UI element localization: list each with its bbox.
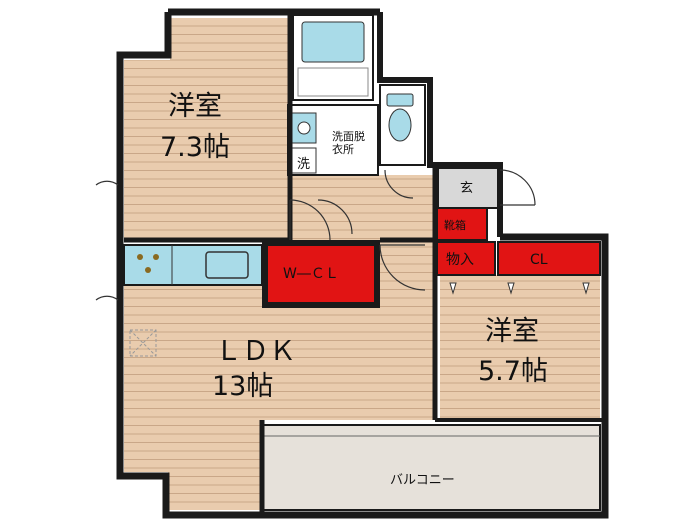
washroom-label-line2: 衣所	[332, 142, 354, 156]
door-swings	[95, 169, 536, 301]
walls	[116, 8, 609, 519]
western-room-1	[124, 18, 290, 240]
shoe-box-label: 靴箱	[444, 218, 466, 232]
closet-door-markers	[449, 282, 590, 295]
washroom-label: 洗面脱 衣所	[332, 129, 369, 156]
ldk-size: 13帖	[212, 371, 273, 402]
western-room-2-size: 5.7帖	[478, 356, 548, 387]
walk-in-closet	[262, 240, 380, 308]
western-room-2	[440, 275, 600, 420]
shoe-box	[436, 207, 488, 241]
toilet-room	[379, 84, 426, 166]
washer-label: 洗	[297, 157, 310, 172]
walk-in-closet-label: W―ＣＬ	[283, 266, 339, 282]
balcony-label: バルコニー	[390, 473, 455, 488]
cabinet-mark	[129, 329, 157, 357]
western-room-1-name: 洋室	[168, 91, 222, 122]
storage-label: 物入	[446, 252, 474, 268]
ldk-name: ＬＤＫ	[215, 336, 296, 367]
bathroom	[292, 14, 374, 101]
closet	[497, 241, 601, 276]
ldk-room	[124, 245, 435, 510]
entrance-label: 玄	[460, 181, 473, 196]
kitchen-counter	[123, 244, 263, 286]
western-room-2-name: 洋室	[485, 316, 539, 347]
entrance	[437, 167, 499, 209]
western-room-1-size: 7.3帖	[160, 132, 230, 163]
balcony	[261, 424, 601, 511]
washroom-label-line1: 洗面脱	[332, 129, 365, 143]
closet-label: CL	[530, 252, 548, 268]
washroom	[287, 104, 379, 176]
